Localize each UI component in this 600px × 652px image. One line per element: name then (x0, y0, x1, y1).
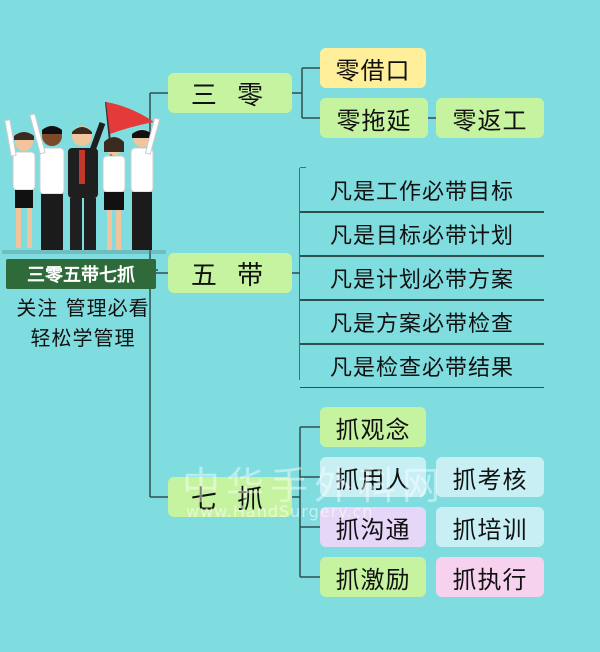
node-zero-excuse: 零借口 (320, 48, 426, 88)
node-grasp-people: 抓用人 (320, 457, 426, 497)
title-banner: 三零五带七抓 (6, 259, 156, 289)
caption-follow: 关注 管理必看 (16, 296, 150, 320)
node-grasp-concept: 抓观念 (320, 407, 426, 447)
rule-goal: 凡是工作必带目标 (300, 168, 544, 212)
branch-seven-grasp: 七 抓 (168, 477, 292, 517)
branch-three-zero: 三 零 (168, 73, 292, 113)
caption-learn: 轻松学管理 (30, 326, 136, 350)
node-zero-delay: 零拖延 (320, 98, 428, 138)
branch-five-bring: 五 带 (168, 253, 292, 293)
rule-result: 凡是检查必带结果 (300, 344, 544, 388)
team-flag-illustration (2, 101, 166, 254)
node-grasp-communicate: 抓沟通 (320, 507, 426, 547)
rule-check: 凡是方案必带检查 (300, 300, 544, 344)
node-zero-rework: 零返工 (436, 98, 544, 138)
node-grasp-assess: 抓考核 (436, 457, 544, 497)
node-grasp-motivate: 抓激励 (320, 557, 426, 597)
rule-scheme: 凡是计划必带方案 (300, 256, 544, 300)
node-grasp-train: 抓培训 (436, 507, 544, 547)
rule-plan: 凡是目标必带计划 (300, 212, 544, 256)
watermark-cn: 中华手外科网 (182, 464, 447, 508)
node-grasp-execute: 抓执行 (436, 557, 544, 597)
watermark-en: www.HandSurgery.cn (186, 502, 374, 521)
